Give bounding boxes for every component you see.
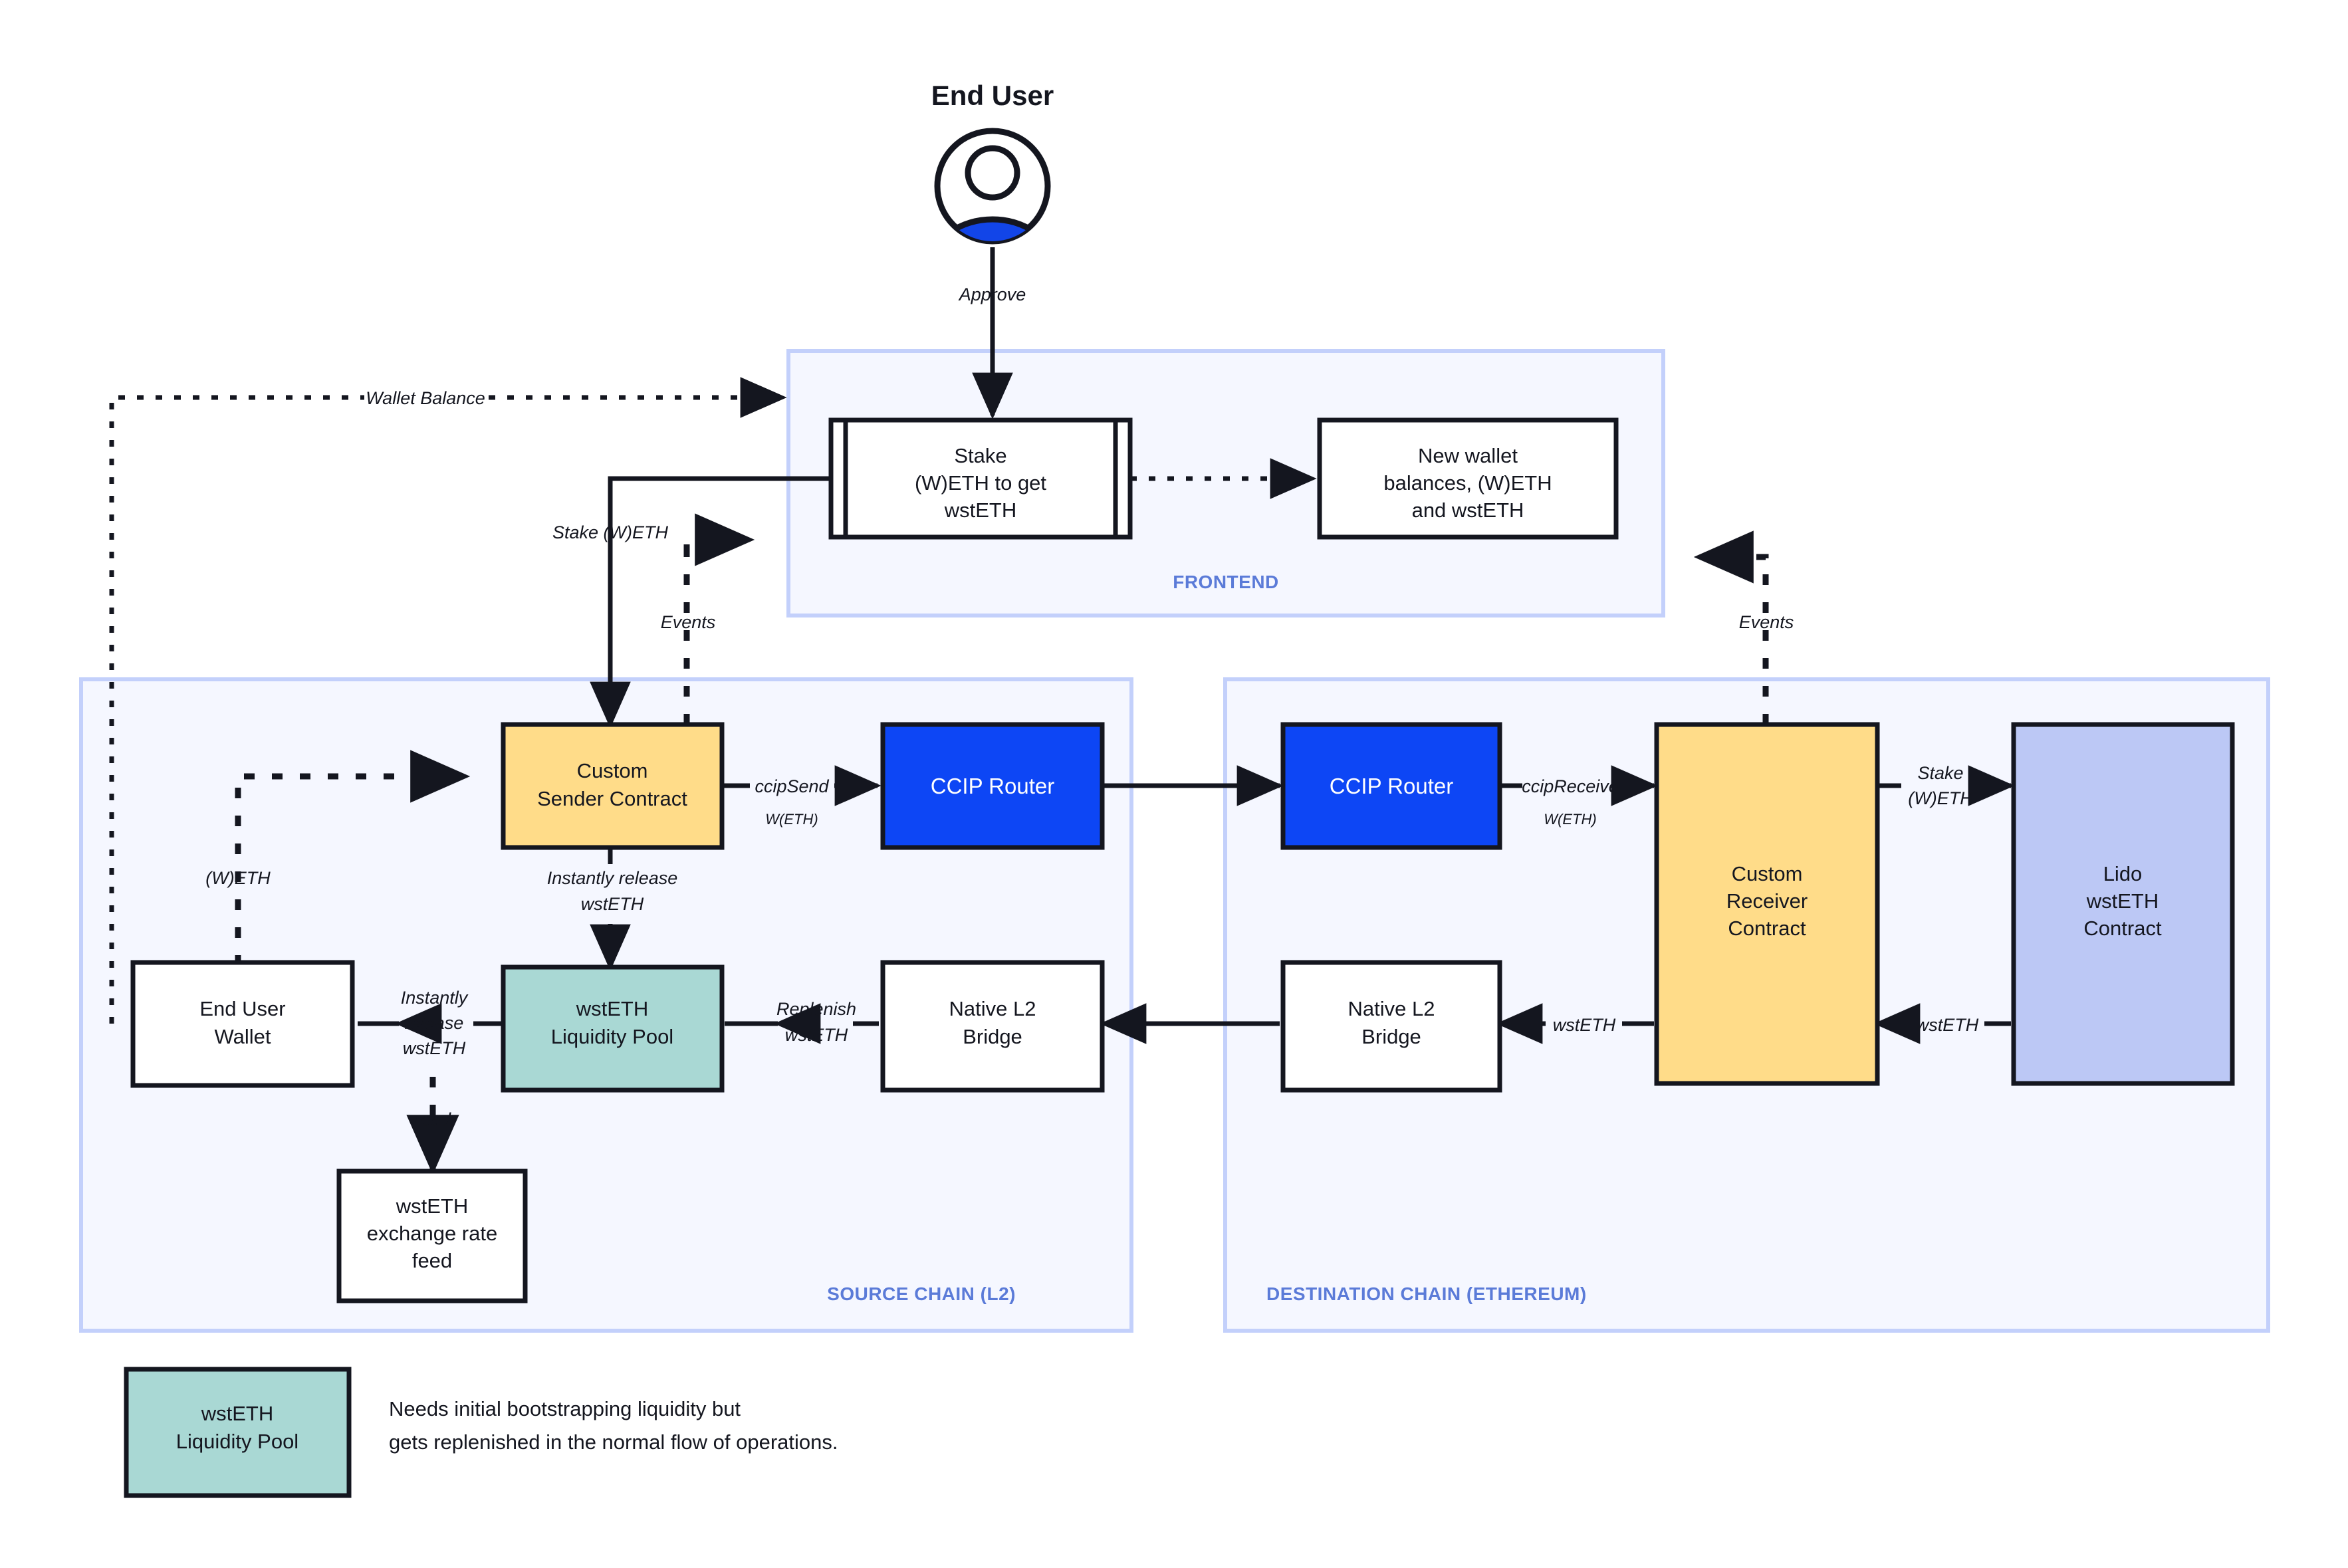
node-receiver-line-1: Custom (1732, 862, 1803, 885)
node-feed-line-1: wstETH (396, 1194, 469, 1218)
legend: wstETH Liquidity Pool Needs initial boot… (124, 1367, 838, 1498)
edges-dotted (109, 377, 1317, 1024)
node-stake-weth[interactable]: Stake (W)ETH to get wstETH (828, 417, 1133, 540)
edge-label-events-left: Events (661, 612, 716, 632)
node-sender-line-2: Sender Contract (537, 787, 687, 810)
edge-label-release-2: wstETH (581, 894, 644, 914)
node-stake-weth-line-1: Stake (954, 444, 1006, 467)
edge-label-release-wallet-2: release (405, 1013, 464, 1033)
node-new-wallet-balances[interactable]: New wallet balances, (W)ETH and wstETH (1317, 417, 1619, 540)
edge-label-wsteth-bridge: wstETH (1553, 1015, 1616, 1035)
node-native-l2-bridge-source[interactable]: Native L2 Bridge (880, 960, 1105, 1093)
edge-label-stake-weth: Stake (W)ETH (552, 522, 669, 542)
node-wsteth-exchange-rate-feed[interactable]: wstETH exchange rate feed (336, 1169, 528, 1303)
node-receiver-line-3: Contract (1728, 917, 1806, 940)
legend-swatch-line-2: Liquidity Pool (176, 1430, 298, 1453)
edge-label-ccipsend: ccipSend (755, 776, 829, 796)
page-title: End User (931, 80, 1054, 111)
legend-note-line-1: Needs initial bootstrapping liquidity bu… (389, 1397, 741, 1420)
node-wallet-line-1: End User (199, 997, 285, 1020)
edges-dashed (235, 513, 1769, 1175)
node-ccip-router-dest[interactable]: CCIP Router (1280, 722, 1502, 850)
node-pool-line-1: wstETH (576, 997, 649, 1020)
node-bridge-source-line-1: Native L2 (949, 997, 1036, 1020)
node-native-l2-bridge-dest[interactable]: Native L2 Bridge (1280, 960, 1502, 1093)
node-lido-line-3: Contract (2083, 917, 2162, 940)
node-ccip-router-source-label: CCIP Router (931, 774, 1054, 798)
edge-label-release-wallet-3: wstETH (403, 1038, 466, 1058)
legend-swatch (124, 1367, 352, 1498)
node-bridge-source-line-2: Bridge (963, 1025, 1022, 1048)
node-lido-line-1: Lido (2103, 862, 2143, 885)
edge-label-replenish-1: Replenish (776, 999, 856, 1019)
edge-label-ccipreceive: ccipReceive (1522, 776, 1619, 796)
edge-label-stake-dest-1: Stake (1917, 763, 1963, 783)
node-end-user-wallet[interactable]: End User Wallet (130, 960, 355, 1088)
node-lido-wsteth-contract[interactable]: Lido wstETH Contract (2011, 722, 2235, 1086)
node-new-wallet-line-3: and wstETH (1412, 499, 1524, 522)
node-bridge-dest-line-1: Native L2 (1348, 997, 1435, 1020)
node-feed-line-2: exchange rate (367, 1222, 497, 1245)
node-sender-line-1: Custom (577, 759, 648, 782)
end-user-actor: End User (931, 80, 1054, 245)
legend-note-line-2: gets replenished in the normal flow of o… (389, 1430, 838, 1454)
edge-label-events-right: Events (1739, 612, 1794, 632)
node-pool-line-2: Liquidity Pool (551, 1025, 673, 1048)
node-custom-sender-contract[interactable]: Custom Sender Contract (501, 722, 725, 850)
edge-label-release-wallet-1: Instantly (401, 988, 469, 1008)
edge-events-left-b (683, 513, 755, 566)
node-ccip-router-source[interactable]: CCIP Router (880, 722, 1105, 850)
edge-label-wsteth-lido: wstETH (1916, 1015, 1979, 1035)
edge-label-ccipsend-sub: W(ETH) (765, 811, 818, 828)
node-new-wallet-line-1: New wallet (1418, 444, 1518, 467)
edge-label-replenish-2: wstETH (785, 1025, 848, 1045)
edges-solid (358, 247, 2015, 1044)
edge-label-approve: Approve (958, 284, 1026, 304)
edge-label-wallet-balance: Wallet Balance (366, 388, 485, 408)
node-feed-line-3: feed (412, 1249, 452, 1272)
user-avatar-icon (934, 128, 1051, 245)
edge-label-read: read (415, 1109, 451, 1129)
panel-label-destination-chain: DESTINATION CHAIN (ETHEREUM) (1266, 1284, 1587, 1304)
edge-label-release-1: Instantly release (547, 868, 678, 888)
edge-label-stake-dest-2: (W)ETH (1908, 788, 1973, 808)
edge-label-ccipreceive-sub: W(ETH) (1544, 811, 1596, 828)
panel-label-source-chain: SOURCE CHAIN (L2) (827, 1284, 1016, 1304)
edge-labels: Approve Wallet Balance Stake (W)ETH Even… (205, 284, 1978, 1129)
node-receiver-line-2: Receiver (1726, 889, 1808, 913)
node-stake-weth-line-2: (W)ETH to get (915, 471, 1046, 495)
edge-wallet-balance-a (109, 395, 364, 1024)
node-bridge-dest-line-2: Bridge (1361, 1025, 1421, 1048)
node-wallet-line-2: Wallet (215, 1025, 271, 1048)
edge-label-weth: (W)ETH (205, 868, 271, 888)
node-lido-line-2: wstETH (2086, 889, 2159, 913)
node-custom-receiver-contract[interactable]: Custom Receiver Contract (1654, 722, 1880, 1086)
edge-stake-weth (590, 476, 831, 728)
node-ccip-router-dest-label: CCIP Router (1330, 774, 1453, 798)
panel-label-frontend: FRONTEND (1173, 572, 1279, 592)
legend-swatch-line-1: wstETH (201, 1402, 274, 1425)
node-new-wallet-line-2: balances, (W)ETH (1383, 471, 1552, 495)
node-wsteth-liquidity-pool[interactable]: wstETH Liquidity Pool (501, 964, 725, 1093)
edge-weth (235, 750, 471, 994)
edge-events-right-b (1693, 530, 1769, 584)
node-stake-weth-line-3: wstETH (944, 499, 1017, 522)
